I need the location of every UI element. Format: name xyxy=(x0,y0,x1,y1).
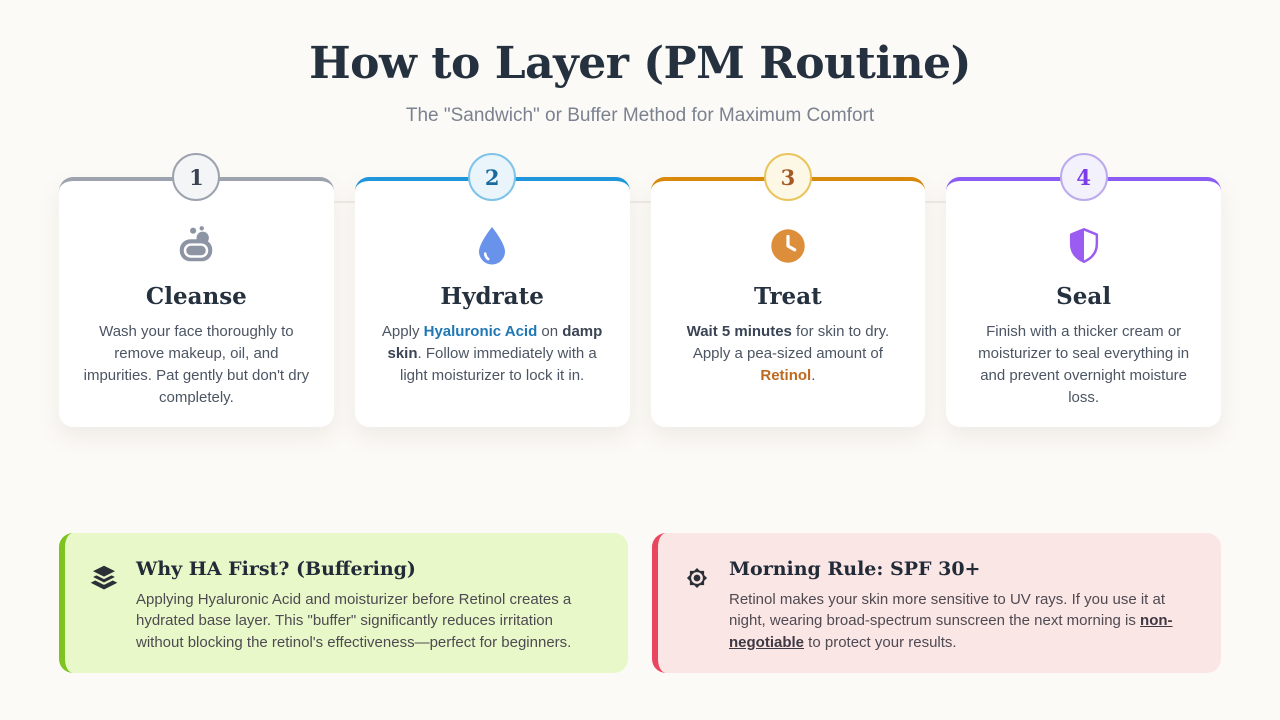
callout-buffering: Why HA First? (Buffering) Applying Hyalu… xyxy=(59,533,628,673)
callout-morning-rule: Morning Rule: SPF 30+ Retinol makes your… xyxy=(652,533,1221,673)
page-subtitle: The "Sandwich" or Buffer Method for Maxi… xyxy=(405,105,875,126)
step-card-hydrate: 2 Hydrate Apply Hyaluronic Acid on damp … xyxy=(333,153,630,427)
step-number-badge: 1 xyxy=(172,153,221,201)
callout-body: Applying Hyaluronic Acid and moisturizer… xyxy=(136,591,572,651)
callout-title: Why HA First? (Buffering) xyxy=(136,558,416,580)
callout-content: Why HA First? (Buffering) Applying Hyalu… xyxy=(136,558,602,653)
callouts-row: Why HA First? (Buffering) Applying Hyalu… xyxy=(59,533,1221,673)
page-header: How to Layer (PM Routine) The "Sandwich"… xyxy=(0,0,1280,127)
step-title: Seal xyxy=(1056,283,1112,310)
callout-body: Retinol makes your skin more sensitive t… xyxy=(729,591,1173,651)
callout-content: Morning Rule: SPF 30+ Retinol makes your… xyxy=(729,558,1195,653)
droplet-icon xyxy=(379,223,606,269)
step-number-badge: 3 xyxy=(763,153,812,201)
step-description: Wait 5 minutes for skin to dry. Apply a … xyxy=(686,323,890,385)
step-card-cleanse: 1 Cleanse Wash your face thoroughly to r… xyxy=(59,153,334,427)
step-card-treat: 3 Treat Wait 5 minutes for skin to dry. … xyxy=(629,153,926,427)
step-description: Apply Hyaluronic Acid on damp skin. Foll… xyxy=(381,323,603,385)
step-number-badge: 4 xyxy=(1059,153,1108,201)
page-title: How to Layer (PM Routine) xyxy=(309,38,971,89)
layers-icon xyxy=(87,562,121,592)
step-number-badge: 2 xyxy=(468,153,517,201)
clock-icon xyxy=(675,223,902,269)
step-title: Treat xyxy=(754,283,822,310)
sun-icon xyxy=(680,562,714,594)
step-description: Finish with a thicker cream or moisturiz… xyxy=(978,323,1190,407)
step-title: Hydrate xyxy=(440,283,544,310)
step-description: Wash your face thoroughly to remove make… xyxy=(83,323,310,407)
step-title: Cleanse xyxy=(145,283,247,310)
soap-icon xyxy=(83,223,310,269)
shield-icon xyxy=(970,223,1197,269)
steps-row: 1 Cleanse Wash your face thoroughly to r… xyxy=(59,153,1221,427)
callout-title: Morning Rule: SPF 30+ xyxy=(729,558,981,580)
step-card-seal: 4 Seal Finish with a thicker cream or mo… xyxy=(925,153,1221,427)
